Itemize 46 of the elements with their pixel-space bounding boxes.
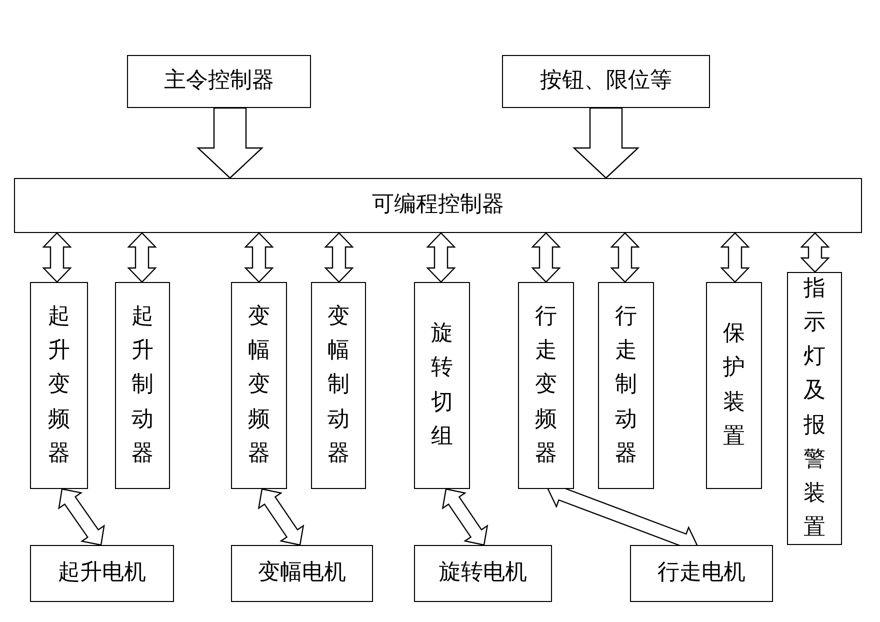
block-arrow: [324, 232, 354, 283]
block-arrow: [58, 488, 105, 546]
node-label: 起升变频器: [48, 303, 70, 468]
process-box: [231, 545, 373, 602]
node-label: 旋转电机: [439, 560, 527, 587]
node-label: 起升电机: [58, 560, 146, 587]
block-arrow: [196, 107, 264, 179]
node-label: 指示灯及报警装置: [804, 275, 826, 542]
block-arrow: [720, 232, 750, 283]
node-label: 按钮、限位等: [540, 68, 672, 95]
node-label: 保护装置: [723, 320, 745, 451]
process-box: [30, 282, 88, 489]
node-label: 可编程控制器: [372, 192, 504, 219]
process-box: [30, 545, 174, 602]
process-box: [598, 282, 654, 489]
node-label: 行走变频器: [535, 303, 557, 468]
process-box: [231, 282, 287, 489]
node-label: 变幅电机: [258, 560, 346, 587]
block-arrow: [244, 232, 274, 283]
process-box: [311, 282, 366, 489]
node-label: 变幅变频器: [248, 303, 270, 468]
node-label: 行走制动器: [615, 303, 637, 468]
block-arrow: [42, 232, 72, 283]
block-arrow: [800, 232, 830, 273]
process-box: [630, 545, 773, 602]
process-box: [414, 282, 470, 489]
process-box: [14, 178, 862, 233]
process-box: [127, 55, 311, 108]
process-box: [115, 282, 170, 489]
block-arrow: [258, 488, 304, 546]
block-arrow: [442, 488, 488, 546]
node-label: 旋转切组: [431, 320, 453, 451]
node-label: 主令控制器: [164, 68, 274, 95]
node-label: 变幅制动器: [328, 303, 350, 468]
node-label: 行走电机: [658, 560, 746, 587]
block-arrow: [610, 232, 640, 283]
process-box: [414, 545, 552, 602]
process-box: [787, 272, 842, 545]
process-box: [518, 282, 574, 489]
process-box: [706, 282, 762, 489]
block-arrow: [426, 232, 456, 283]
block-arrow: [572, 107, 640, 179]
node-label: 起升制动器: [132, 303, 154, 468]
block-arrow: [127, 232, 157, 283]
process-box: [502, 55, 710, 108]
block-arrow: [531, 232, 561, 283]
